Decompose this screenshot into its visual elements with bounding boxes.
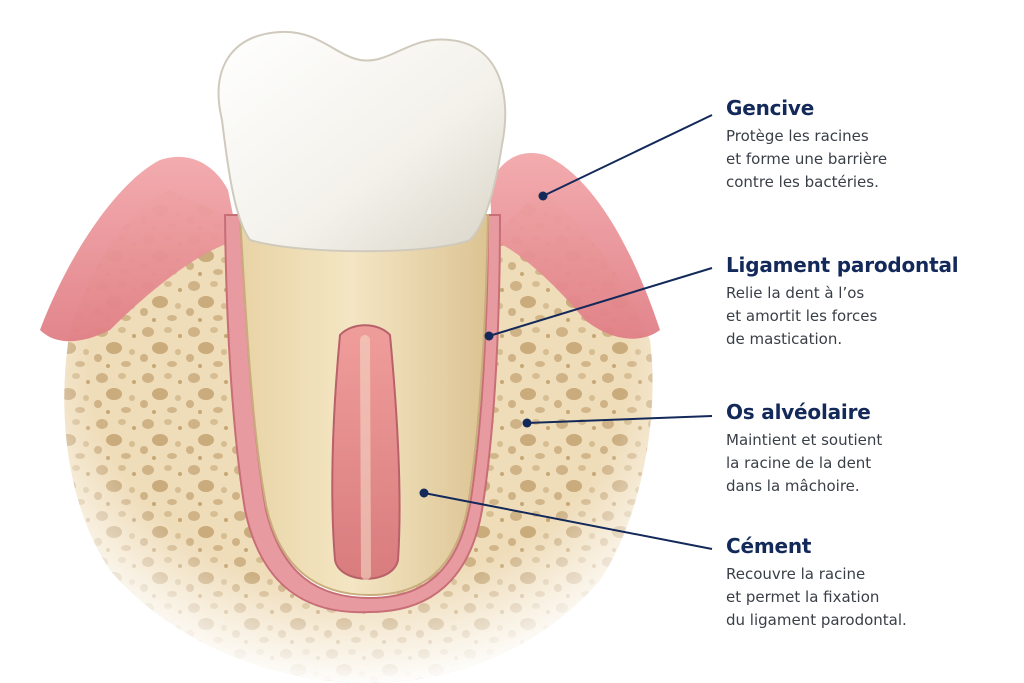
label-description-line: Protège les racines — [726, 125, 1016, 148]
tooth-crown — [219, 32, 506, 251]
label-description-line: la racine de la dent — [726, 452, 1016, 475]
leader-dot-cement — [420, 489, 429, 498]
label-description-line: contre les bactéries. — [726, 171, 1016, 194]
label-description-line: de mastication. — [726, 328, 1016, 351]
label-title: Gencive — [726, 95, 1016, 121]
label-cement: Cément Recouvre la racine et permet la f… — [726, 533, 1016, 632]
leader-dot-ligament — [485, 332, 494, 341]
leader-line-gencive — [543, 115, 712, 196]
label-title: Ligament parodontal — [726, 252, 1016, 278]
label-description-line: et amortit les forces — [726, 305, 1016, 328]
label-description: Relie la dent à l’os et amortit les forc… — [726, 282, 1016, 351]
leader-dot-gencive — [539, 192, 548, 201]
label-os-alveolaire: Os alvéolaire Maintient et soutient la r… — [726, 399, 1016, 498]
label-title: Cément — [726, 533, 1016, 559]
label-description-line: et permet la fixation — [726, 586, 1016, 609]
label-title: Os alvéolaire — [726, 399, 1016, 425]
label-description-line: dans la mâchoire. — [726, 475, 1016, 498]
label-description: Maintient et soutient la racine de la de… — [726, 429, 1016, 498]
label-description-line: et forme une barrière — [726, 148, 1016, 171]
label-description: Protège les racines et forme une barrièr… — [726, 125, 1016, 194]
label-description-line: Maintient et soutient — [726, 429, 1016, 452]
pulp-inner-split — [365, 340, 366, 575]
label-description-line: Recouvre la racine — [726, 563, 1016, 586]
label-ligament-parodontal: Ligament parodontal Relie la dent à l’os… — [726, 252, 1016, 351]
label-gencive: Gencive Protège les racines et forme une… — [726, 95, 1016, 194]
leader-dot-os — [523, 419, 532, 428]
label-description-line: du ligament parodontal. — [726, 609, 1016, 632]
label-description: Recouvre la racine et permet la fixation… — [726, 563, 1016, 632]
label-description-line: Relie la dent à l’os — [726, 282, 1016, 305]
